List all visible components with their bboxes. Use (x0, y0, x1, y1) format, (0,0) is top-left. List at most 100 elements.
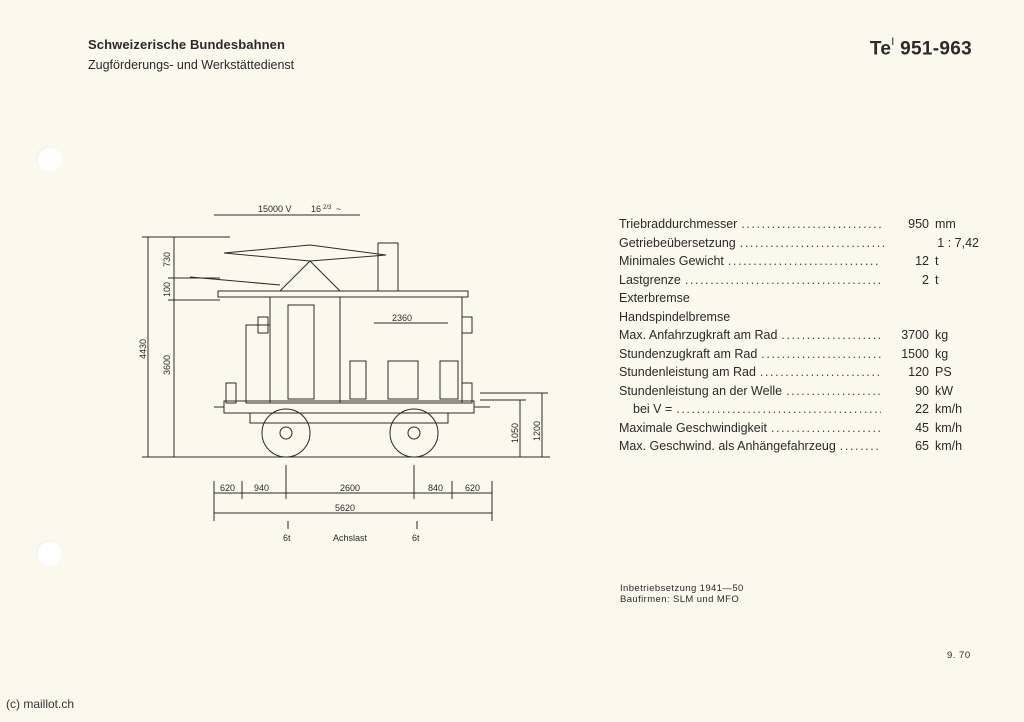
spec-row: Stundenleistung am Rad 120 PS (619, 365, 979, 384)
axle-load-label: Achslast (333, 533, 368, 543)
spec-row: Handspindelbremse (619, 310, 979, 329)
spec-leader (760, 365, 881, 379)
frequency-label: 16 (311, 204, 321, 214)
commissioning-note: Inbetriebsetzung 1941—50 Baufirmen: SLM … (620, 583, 744, 605)
cabinet-1 (387, 360, 419, 400)
spec-label: Lastgrenze (619, 272, 681, 287)
spec-value: 22 (915, 402, 929, 416)
wheel-left (261, 408, 311, 458)
wheel-left-hub (279, 426, 293, 440)
voltage-label: 15000 V (258, 204, 292, 214)
spec-unit: kW (935, 383, 954, 398)
spec-row: Triebraddurchmesser 950 mm (619, 217, 979, 236)
punch-hole-bottom (36, 540, 62, 566)
spec-label: Exterbremse (619, 291, 690, 305)
cab-door (287, 304, 315, 400)
length-620-left: 620 (220, 483, 235, 493)
wheel-right-hub (407, 426, 421, 440)
punch-hole-top (36, 146, 62, 172)
spec-value: 65 (915, 439, 929, 453)
spec-leader (761, 347, 881, 361)
spec-label: Stundenleistung an der Welle (619, 383, 783, 398)
spec-row: Max. Geschwind. als Anhängefahrzeug 65 k… (619, 439, 979, 458)
length-620-right: 620 (465, 483, 480, 493)
spec-label: Handspindelbremse (619, 309, 731, 324)
spec-row: Minimales Gewicht 12 t (619, 254, 979, 273)
spec-value: 2 (922, 272, 929, 287)
spec-label: Triebraddurchmesser (619, 217, 738, 231)
spec-label: Maximale Geschwindigkeit (619, 420, 767, 435)
copyright-notice: (c) maillot.ch (6, 697, 75, 711)
spec-leader (740, 236, 887, 250)
frequency-symbol: ~ (336, 204, 341, 214)
pantograph-arm-right (309, 260, 341, 292)
spec-row: Lastgrenze 2 t (619, 273, 979, 292)
spec-row: Stundenleistung an der Welle 90 kW (619, 384, 979, 403)
spec-value: 90 (915, 383, 929, 398)
roof-equipment (377, 242, 399, 292)
buffer-right (461, 382, 473, 404)
spec-label: Max. Geschwind. als Anhängefahrzeug (619, 439, 836, 453)
cab-side (245, 324, 271, 404)
spec-value: 3700 (901, 328, 929, 342)
frequency-fraction: 2/3 (323, 205, 332, 211)
spec-value: 12 (915, 254, 929, 268)
cab-body (269, 296, 341, 404)
spec-row: Getriebeübersetzung 1 : 7,42 (619, 236, 979, 255)
specifications-table: Triebraddurchmesser 950 mm Getriebeübers… (619, 217, 979, 458)
spec-label: Minimales Gewicht (619, 254, 724, 268)
document-date: 9. 70 (947, 650, 971, 661)
pantograph-head (223, 244, 387, 262)
spec-leader (781, 328, 881, 342)
wheel-right (389, 408, 439, 458)
spec-row: Maximale Geschwindigkeit 45 km/h (619, 421, 979, 440)
height-1200: 1200 (532, 421, 542, 441)
spec-leader (728, 254, 881, 268)
spec-leader (840, 439, 881, 453)
organization-name: Schweizerische Bundesbahnen (88, 37, 286, 52)
height-1050: 1050 (510, 423, 520, 443)
hood-body (339, 296, 463, 404)
locomotive-drawing: 15000 V 16 2/3 ~ 4430 730 100 3600 1050 … (130, 195, 560, 560)
height-100: 100 (162, 282, 172, 297)
length-940: 940 (254, 483, 269, 493)
spec-label: bei V = (633, 402, 673, 416)
model-number: TeI 951-963 (869, 36, 972, 60)
spec-label: Stundenleistung am Rad (619, 365, 756, 379)
spec-label: Max. Anfahrzugkraft am Rad (619, 328, 778, 342)
buffer-left (225, 382, 237, 404)
axle-frame (249, 412, 449, 424)
lamp-left (257, 316, 269, 334)
spec-row: Stundenzugkraft am Rad 1500 kg (619, 347, 979, 366)
length-total-5620: 5620 (335, 503, 355, 513)
lamp-right (461, 316, 473, 334)
model-prefix: Te (869, 38, 892, 60)
spec-leader (676, 402, 881, 416)
spec-unit: kg (935, 328, 949, 342)
locomotive-elevation-svg: 15000 V 16 2/3 ~ 4430 730 100 3600 1050 … (138, 204, 550, 543)
commissioning-text: Inbetriebsetzung 1941—50 (620, 583, 744, 594)
spec-unit: t (935, 272, 939, 287)
spec-unit: mm (935, 217, 956, 231)
spec-unit: km/h (935, 439, 963, 453)
spec-value: 950 (908, 217, 929, 231)
roof (217, 290, 469, 298)
height-4430: 4430 (138, 339, 148, 359)
builders-text: Baufirmen: SLM und MFO (620, 594, 740, 605)
spec-leader (741, 217, 881, 231)
spec-unit: PS (935, 365, 952, 379)
header-left: Schweizerische Bundesbahnen Zugförderung… (88, 37, 294, 72)
width-2360: 2360 (392, 313, 412, 323)
length-840: 840 (428, 483, 443, 493)
spec-value: 1 : 7,42 (937, 235, 979, 250)
spec-unit: t (935, 254, 939, 268)
axle-load-left: 6t (283, 533, 291, 543)
bow-collector (189, 276, 281, 286)
spec-row: Max. Anfahrzugkraft am Rad 3700 kg (619, 328, 979, 347)
spec-unit: kg (935, 346, 949, 361)
spec-value: 45 (915, 420, 929, 435)
spec-row: Exterbremse (619, 291, 979, 310)
spec-leader (786, 384, 881, 398)
cabinet-3 (349, 360, 367, 400)
model-numbers: 951-963 (900, 38, 972, 60)
